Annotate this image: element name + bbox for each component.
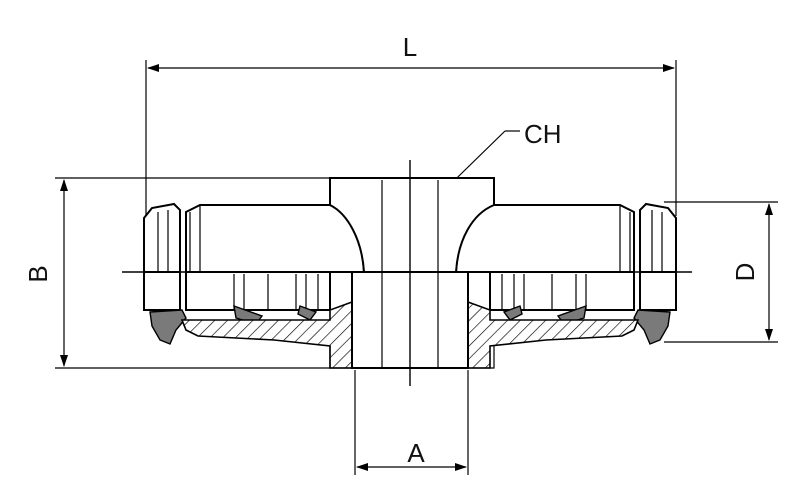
label-b: B: [23, 265, 53, 282]
dimension-l: L: [145, 32, 677, 216]
label-l: L: [403, 32, 417, 62]
dimension-a: A: [354, 370, 469, 475]
ch-leader: CH: [421, 119, 562, 213]
label-d: D: [730, 263, 760, 282]
label-ch: CH: [524, 119, 562, 149]
dimension-d: D: [664, 201, 778, 343]
dimension-b: B: [23, 177, 330, 369]
label-a: A: [407, 438, 425, 468]
center-lines: [122, 160, 692, 386]
